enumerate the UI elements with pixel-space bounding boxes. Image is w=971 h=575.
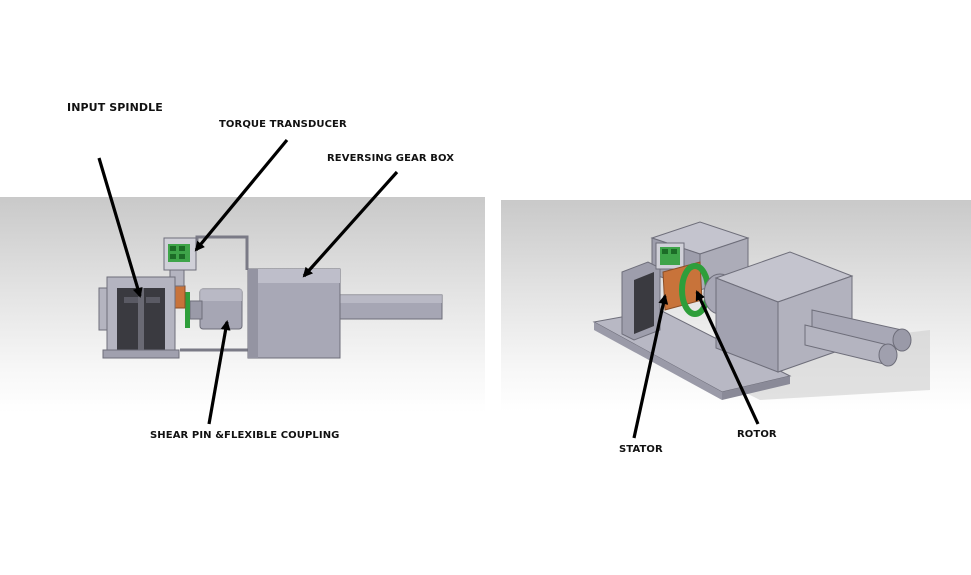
label-rotor: ROTOR bbox=[737, 429, 777, 440]
arrow-shear-pin bbox=[207, 320, 231, 425]
isometric-assembly bbox=[592, 221, 930, 400]
arrow-rotor bbox=[695, 290, 760, 425]
arrow-input-spindle bbox=[97, 157, 143, 298]
label-input-spindle: INPUT SPINDLE bbox=[67, 101, 163, 114]
label-reversing-gear-box: REVERSING GEAR BOX bbox=[327, 153, 455, 164]
arrow-stator bbox=[632, 294, 669, 439]
arrow-torque-transducer bbox=[194, 138, 289, 252]
transducer-rotor-ring bbox=[185, 292, 190, 328]
side-view-assembly bbox=[98, 235, 443, 359]
label-stator: STATOR bbox=[619, 444, 663, 455]
label-torque-transducer: TORQUE TRANSDUCER bbox=[219, 119, 347, 130]
label-shear-pin-coupling: SHEAR PIN &FLEXIBLE COUPLING bbox=[150, 430, 340, 441]
arrow-reversing-gear-box bbox=[302, 170, 399, 278]
callout-arrows bbox=[97, 138, 760, 439]
